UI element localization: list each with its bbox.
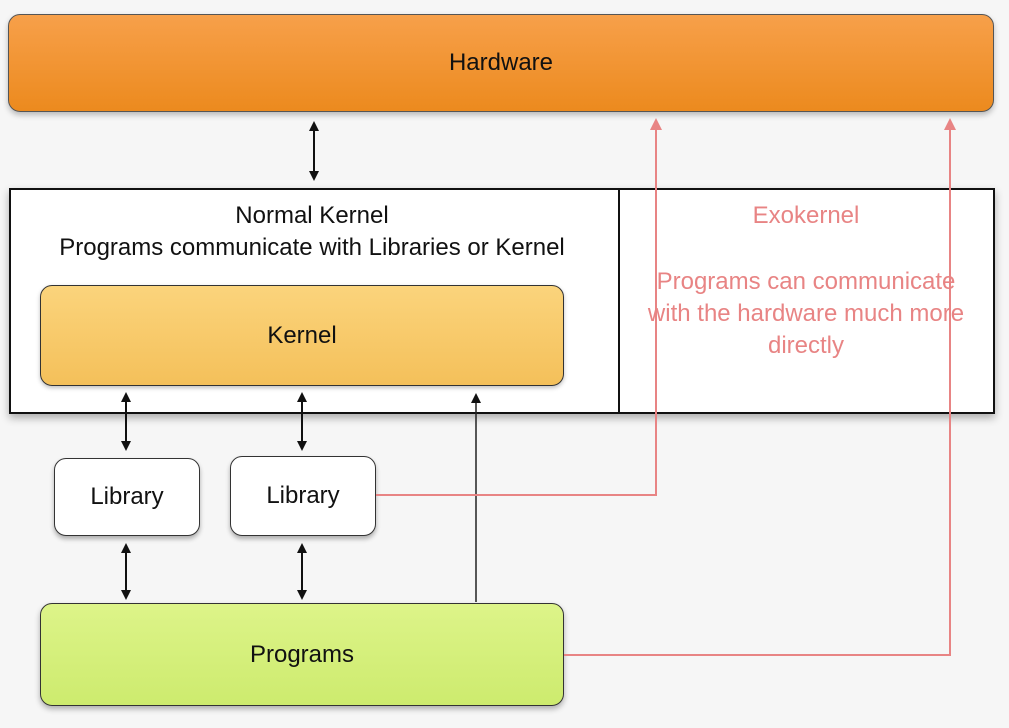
normal-kernel-caption: Normal Kernel Programs communicate with … bbox=[12, 200, 612, 264]
normal-kernel-title: Normal Kernel bbox=[235, 202, 389, 229]
kernel-divider bbox=[618, 188, 620, 414]
programs-label: Programs bbox=[249, 640, 355, 668]
exokernel-description: Programs can communicate with the hardwa… bbox=[647, 268, 965, 359]
kernel-box: Kernel bbox=[40, 285, 564, 386]
exokernel-title: Exokernel bbox=[752, 202, 860, 229]
hardware-box: Hardware bbox=[8, 14, 994, 112]
library-label-1: Library bbox=[90, 483, 164, 510]
hardware-label: Hardware bbox=[448, 49, 554, 76]
kernel-label: Kernel bbox=[267, 321, 337, 349]
library-label-2: Library bbox=[266, 482, 340, 509]
normal-kernel-subtitle: Programs communicate with Libraries or K… bbox=[59, 234, 565, 261]
programs-box: Programs bbox=[40, 603, 564, 706]
library-box-1: Library bbox=[54, 458, 200, 536]
library-box-2: Library bbox=[230, 456, 376, 536]
